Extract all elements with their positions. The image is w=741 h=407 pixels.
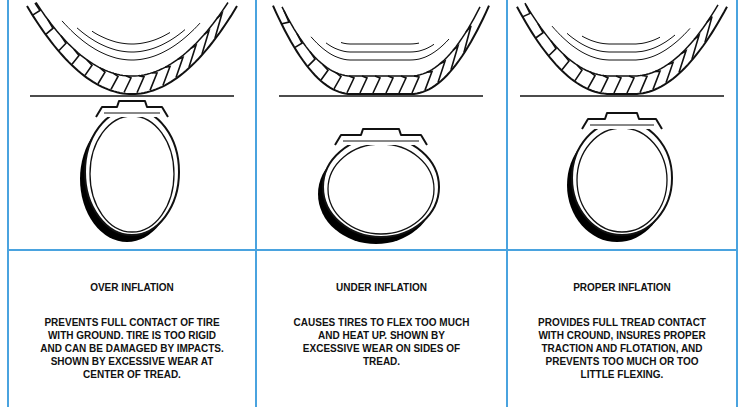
tread-lug: [85, 60, 92, 76]
tread-lug: [176, 57, 183, 77]
caption-panel: UNDER INFLATION CAUSES TIRES TO FLEX TOO …: [257, 282, 506, 368]
crown-liner: [104, 113, 160, 114]
section-inner: [328, 144, 434, 234]
tread-lug: [653, 71, 660, 89]
tire-section: [318, 129, 439, 244]
tread-lug: [614, 76, 621, 93]
tread-arc: [27, 3, 237, 97]
tread-lug: [150, 73, 157, 91]
tread-lug: [46, 20, 53, 34]
tread-lug: [386, 76, 393, 93]
tread-lug: [33, 3, 40, 15]
section-outer: [85, 109, 179, 235]
section-inner: [90, 116, 174, 232]
section-inner: [577, 128, 667, 232]
tread-lug: [536, 24, 543, 38]
sidewall-line: [326, 43, 434, 52]
sidewall-line: [92, 31, 170, 44]
tread-lug: [163, 66, 170, 85]
tread-lug: [215, 13, 222, 38]
tread-base: [282, 7, 480, 76]
panel-grid: [8, 0, 737, 407]
sidewall-line: [311, 37, 449, 60]
ground-line: [520, 95, 724, 97]
tread-base: [526, 5, 718, 76]
tread-lug: [373, 76, 380, 93]
ground-line: [30, 95, 234, 97]
tread-lug: [523, 3, 530, 17]
tread-lug: [334, 73, 341, 89]
sidewall-line: [77, 28, 185, 52]
crown-liner: [343, 141, 419, 142]
tread-outline: [517, 7, 727, 94]
tire-section: [80, 101, 179, 242]
caption-panel: OVER INFLATION PREVENTS FULL CONTACT OF T…: [9, 282, 255, 381]
tread-arc: [273, 6, 489, 96]
tread-lug: [59, 36, 66, 51]
tread-lug: [72, 49, 79, 64]
tread-lug: [399, 76, 406, 93]
tread-lug: [705, 17, 712, 43]
sidewall-line: [567, 33, 675, 52]
tread-lug: [124, 76, 131, 93]
tread-lug: [111, 73, 118, 89]
sidewall-line: [552, 26, 690, 60]
tread-lug: [575, 65, 582, 81]
caption-panel: PROPER INFLATION PROVIDES FULL TREAD CONT…: [508, 282, 736, 381]
tread-lug: [438, 61, 445, 82]
section-outer: [323, 137, 439, 237]
tread-lug: [425, 72, 432, 91]
sidewall-line: [582, 36, 660, 44]
tread-lug: [640, 75, 647, 92]
panel-heading: UNDER INFLATION: [257, 282, 506, 294]
tread-lug: [601, 76, 608, 93]
tread-lug: [666, 63, 673, 83]
ground-line: [279, 95, 483, 97]
tread-lug: [627, 76, 634, 93]
tread-lug: [412, 76, 419, 93]
tread-lug: [137, 76, 144, 93]
panel-heading: PROPER INFLATION: [508, 282, 736, 294]
panel-description: PREVENTS FULL CONTACT OF TIRE WITH GROUN…: [39, 316, 225, 381]
tread-lug: [189, 45, 196, 67]
tread-lug: [562, 55, 569, 70]
tread-outline: [273, 6, 489, 94]
tread-lug: [295, 34, 302, 48]
tread-crown: [582, 113, 662, 129]
tread-outline: [27, 6, 237, 94]
tread-lug: [692, 35, 699, 59]
tread-lug: [360, 76, 367, 93]
crown-liner: [590, 125, 654, 126]
tread-lug: [464, 26, 471, 52]
tread-crown: [96, 101, 168, 117]
panel-description: CAUSES TIRES TO FLEX TOO MUCH AND HEAT U…: [289, 316, 475, 368]
tread-lug: [451, 46, 458, 70]
sidewall-line: [62, 21, 200, 60]
tread-lug: [549, 41, 556, 56]
tread-lug: [347, 76, 354, 93]
tread-lug: [282, 11, 289, 24]
tread-lug: [321, 65, 328, 80]
panel-description: PROVIDES FULL TREAD CONTACT WITH CROUND,…: [529, 316, 715, 381]
tread-views: [27, 3, 727, 97]
tread-arc: [517, 3, 727, 96]
tread-base: [36, 3, 228, 77]
section-outer: [572, 121, 672, 235]
cross-sections: [80, 101, 672, 244]
panel-heading: OVER INFLATION: [9, 282, 255, 294]
sidewall-line: [341, 43, 419, 45]
tread-lug: [679, 51, 686, 73]
tread-lug: [202, 31, 209, 54]
tire-section: [567, 113, 672, 242]
tread-lug: [98, 68, 105, 84]
tread-lug: [308, 52, 315, 67]
tread-lug: [588, 72, 595, 88]
tread-crown: [335, 129, 427, 145]
